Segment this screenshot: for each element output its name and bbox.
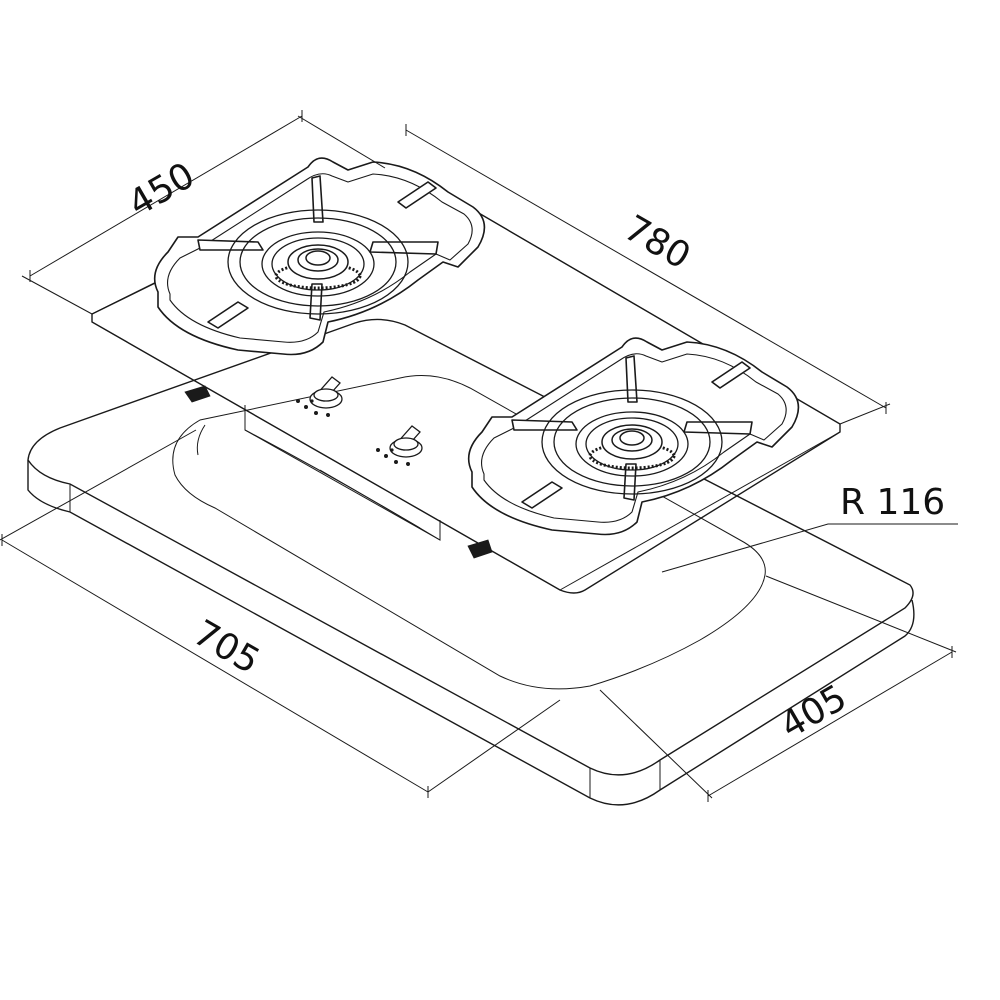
dim-label-450: 450 — [122, 155, 202, 225]
hob-body — [184, 385, 493, 559]
dim-label-705: 705 — [186, 613, 266, 683]
dim-label-405: 405 — [774, 677, 854, 747]
left-control-knob — [295, 376, 343, 417]
dim-label-780: 780 — [617, 208, 697, 278]
dimension-lines — [0, 110, 958, 802]
dim-label-r116: R 116 — [840, 482, 945, 523]
countertop — [27, 318, 915, 806]
left-burner — [153, 157, 486, 356]
right-control-knob — [375, 425, 423, 466]
right-burner — [467, 337, 800, 536]
